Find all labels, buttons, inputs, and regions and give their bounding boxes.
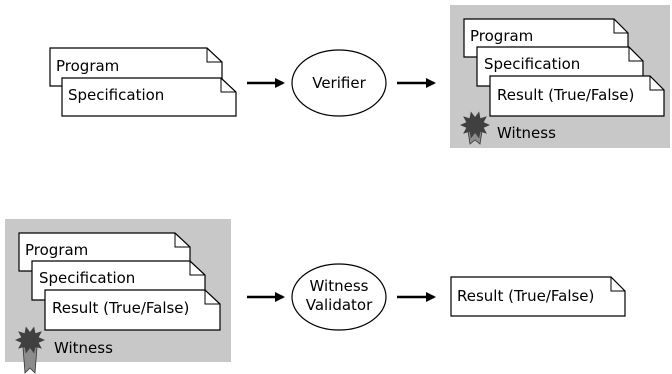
witness-bundle: Program Specification Result (True/False… — [450, 5, 670, 148]
document-label: Program — [56, 57, 119, 75]
document-icon — [489, 75, 665, 117]
document-label: Specification — [484, 55, 580, 73]
document-specification: Specification — [61, 77, 237, 117]
document-icon — [49, 47, 223, 87]
document-label: Specification — [39, 269, 135, 287]
document-icon — [61, 77, 237, 117]
document-label: Program — [25, 241, 88, 259]
verifier-node: Verifier — [291, 49, 387, 117]
witness-validator-node: Witness Validator — [291, 263, 387, 331]
document-result-output: Result (True/False) — [450, 276, 626, 317]
document-fold-icon — [220, 78, 236, 93]
document-program: Program — [49, 47, 223, 87]
document-label: Specification — [68, 86, 164, 104]
seal-icon — [460, 111, 490, 145]
document-label: Result (True/False) — [52, 299, 189, 317]
document-fold-icon — [610, 277, 625, 292]
witness-label: Witness — [54, 339, 113, 357]
document-fold-icon — [628, 47, 643, 62]
verifier-inputs: Program Specification — [49, 47, 237, 117]
verifier-label: Verifier — [312, 74, 366, 92]
document-result: Result (True/False) — [44, 289, 221, 331]
document-fold-icon — [206, 48, 222, 63]
document-fold-icon — [649, 76, 664, 91]
document-label: Result (True/False) — [497, 86, 634, 104]
document-icon — [450, 276, 626, 317]
document-result: Result (True/False) — [489, 75, 665, 117]
document-label: Result (True/False) — [457, 287, 594, 305]
witness-label: Witness — [497, 124, 556, 142]
document-fold-icon — [204, 290, 220, 305]
document-fold-icon — [613, 19, 628, 34]
validator-label-line2: Validator — [306, 296, 373, 314]
document-fold-icon — [174, 233, 190, 248]
validator-label-line1: Witness — [310, 277, 369, 295]
document-label: Program — [470, 27, 533, 45]
validator-inputs: Program Specification Result (True/False… — [5, 219, 231, 374]
seal-icon — [15, 326, 45, 374]
document-icon — [44, 289, 221, 331]
document-fold-icon — [189, 261, 205, 276]
